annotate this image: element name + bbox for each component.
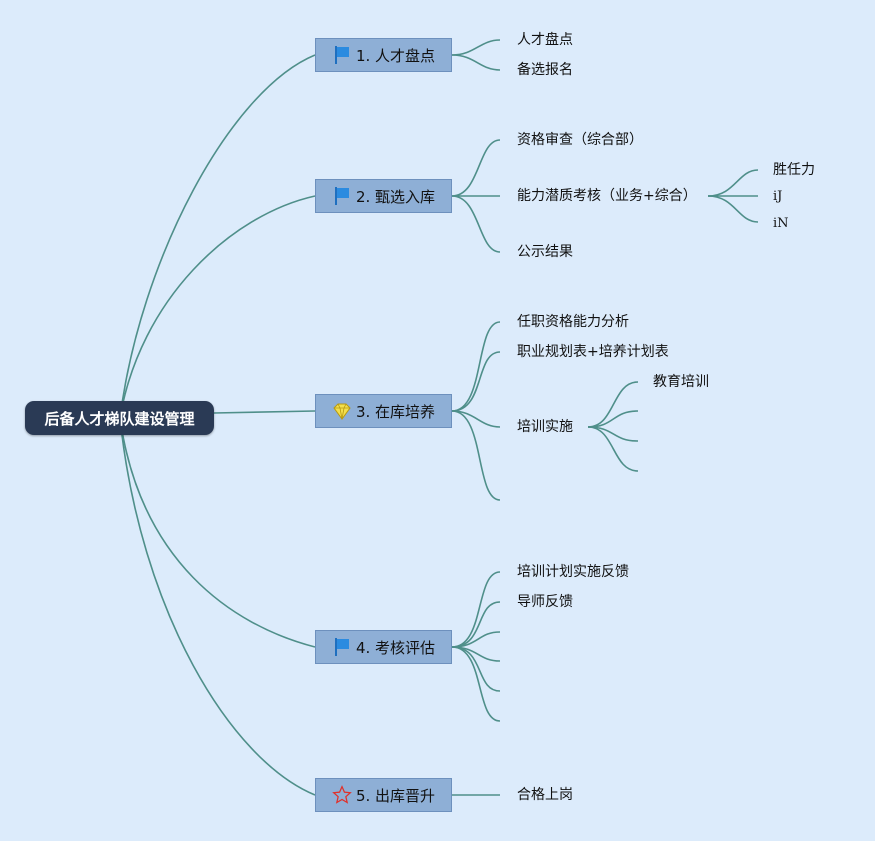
leaf-node[interactable]: 导师反馈 (517, 594, 573, 610)
leaf-node[interactable]: 教育培训 (653, 374, 709, 390)
connector (587, 426, 639, 472)
flag-icon (334, 187, 349, 205)
branch-node-1[interactable]: 1. 人才盘点 (315, 38, 452, 72)
connector (119, 417, 316, 648)
branch-label: 4. 考核评估 (355, 638, 436, 657)
root-label: 后备人才梯队建设管理 (44, 409, 195, 428)
leaf-node[interactable]: 任职资格能力分析 (517, 314, 629, 330)
branch-node-2[interactable]: 2. 甄选入库 (315, 179, 452, 213)
leaf-node[interactable]: 公示结果 (517, 244, 573, 260)
connector (587, 381, 639, 428)
connector (213, 410, 316, 414)
leaf-node[interactable]: 培训实施 (517, 419, 573, 435)
connector (451, 39, 501, 56)
branch-label: 2. 甄选入库 (355, 187, 436, 206)
connector (451, 571, 501, 648)
leaf-node[interactable]: 职业规划表+培养计划表 (517, 344, 669, 360)
branch-node-3[interactable]: 3. 在库培养 (315, 394, 452, 428)
leaf-node[interactable]: 备选报名 (517, 62, 573, 78)
connector (451, 410, 501, 501)
connector (707, 169, 759, 197)
connector (451, 646, 501, 722)
branch-label: 5. 出库晋升 (355, 786, 436, 805)
connector (451, 54, 501, 71)
connector (451, 321, 501, 412)
branch-label: 3. 在库培养 (355, 402, 436, 421)
leaf-node[interactable]: 培训计划实施反馈 (517, 564, 629, 580)
connector (119, 54, 316, 419)
leaf-node[interactable]: iJ (773, 189, 783, 204)
branch-node-4[interactable]: 4. 考核评估 (315, 630, 452, 664)
branch-node-5[interactable]: 5. 出库晋升 (315, 778, 452, 812)
star-icon (332, 785, 352, 804)
connector (119, 195, 316, 419)
connector (119, 417, 316, 796)
connector (451, 351, 501, 412)
leaf-node[interactable]: 人才盘点 (517, 32, 573, 48)
leaf-node[interactable]: 胜任力 (773, 162, 815, 178)
root-node[interactable]: 后备人才梯队建设管理 (25, 401, 214, 435)
leaf-node[interactable]: 合格上岗 (517, 787, 573, 803)
connector (707, 195, 759, 223)
connector (451, 195, 501, 253)
diamond-icon (333, 403, 351, 420)
connector (451, 139, 501, 197)
leaf-node[interactable]: 能力潜质考核（业务+综合） (517, 188, 697, 204)
flag-icon (334, 638, 349, 656)
leaf-node[interactable]: iN (773, 216, 789, 231)
branch-label: 1. 人才盘点 (355, 46, 436, 65)
flag-icon (334, 46, 349, 64)
connector (587, 410, 639, 428)
leaf-node[interactable]: 资格审查（综合部） (517, 132, 643, 148)
